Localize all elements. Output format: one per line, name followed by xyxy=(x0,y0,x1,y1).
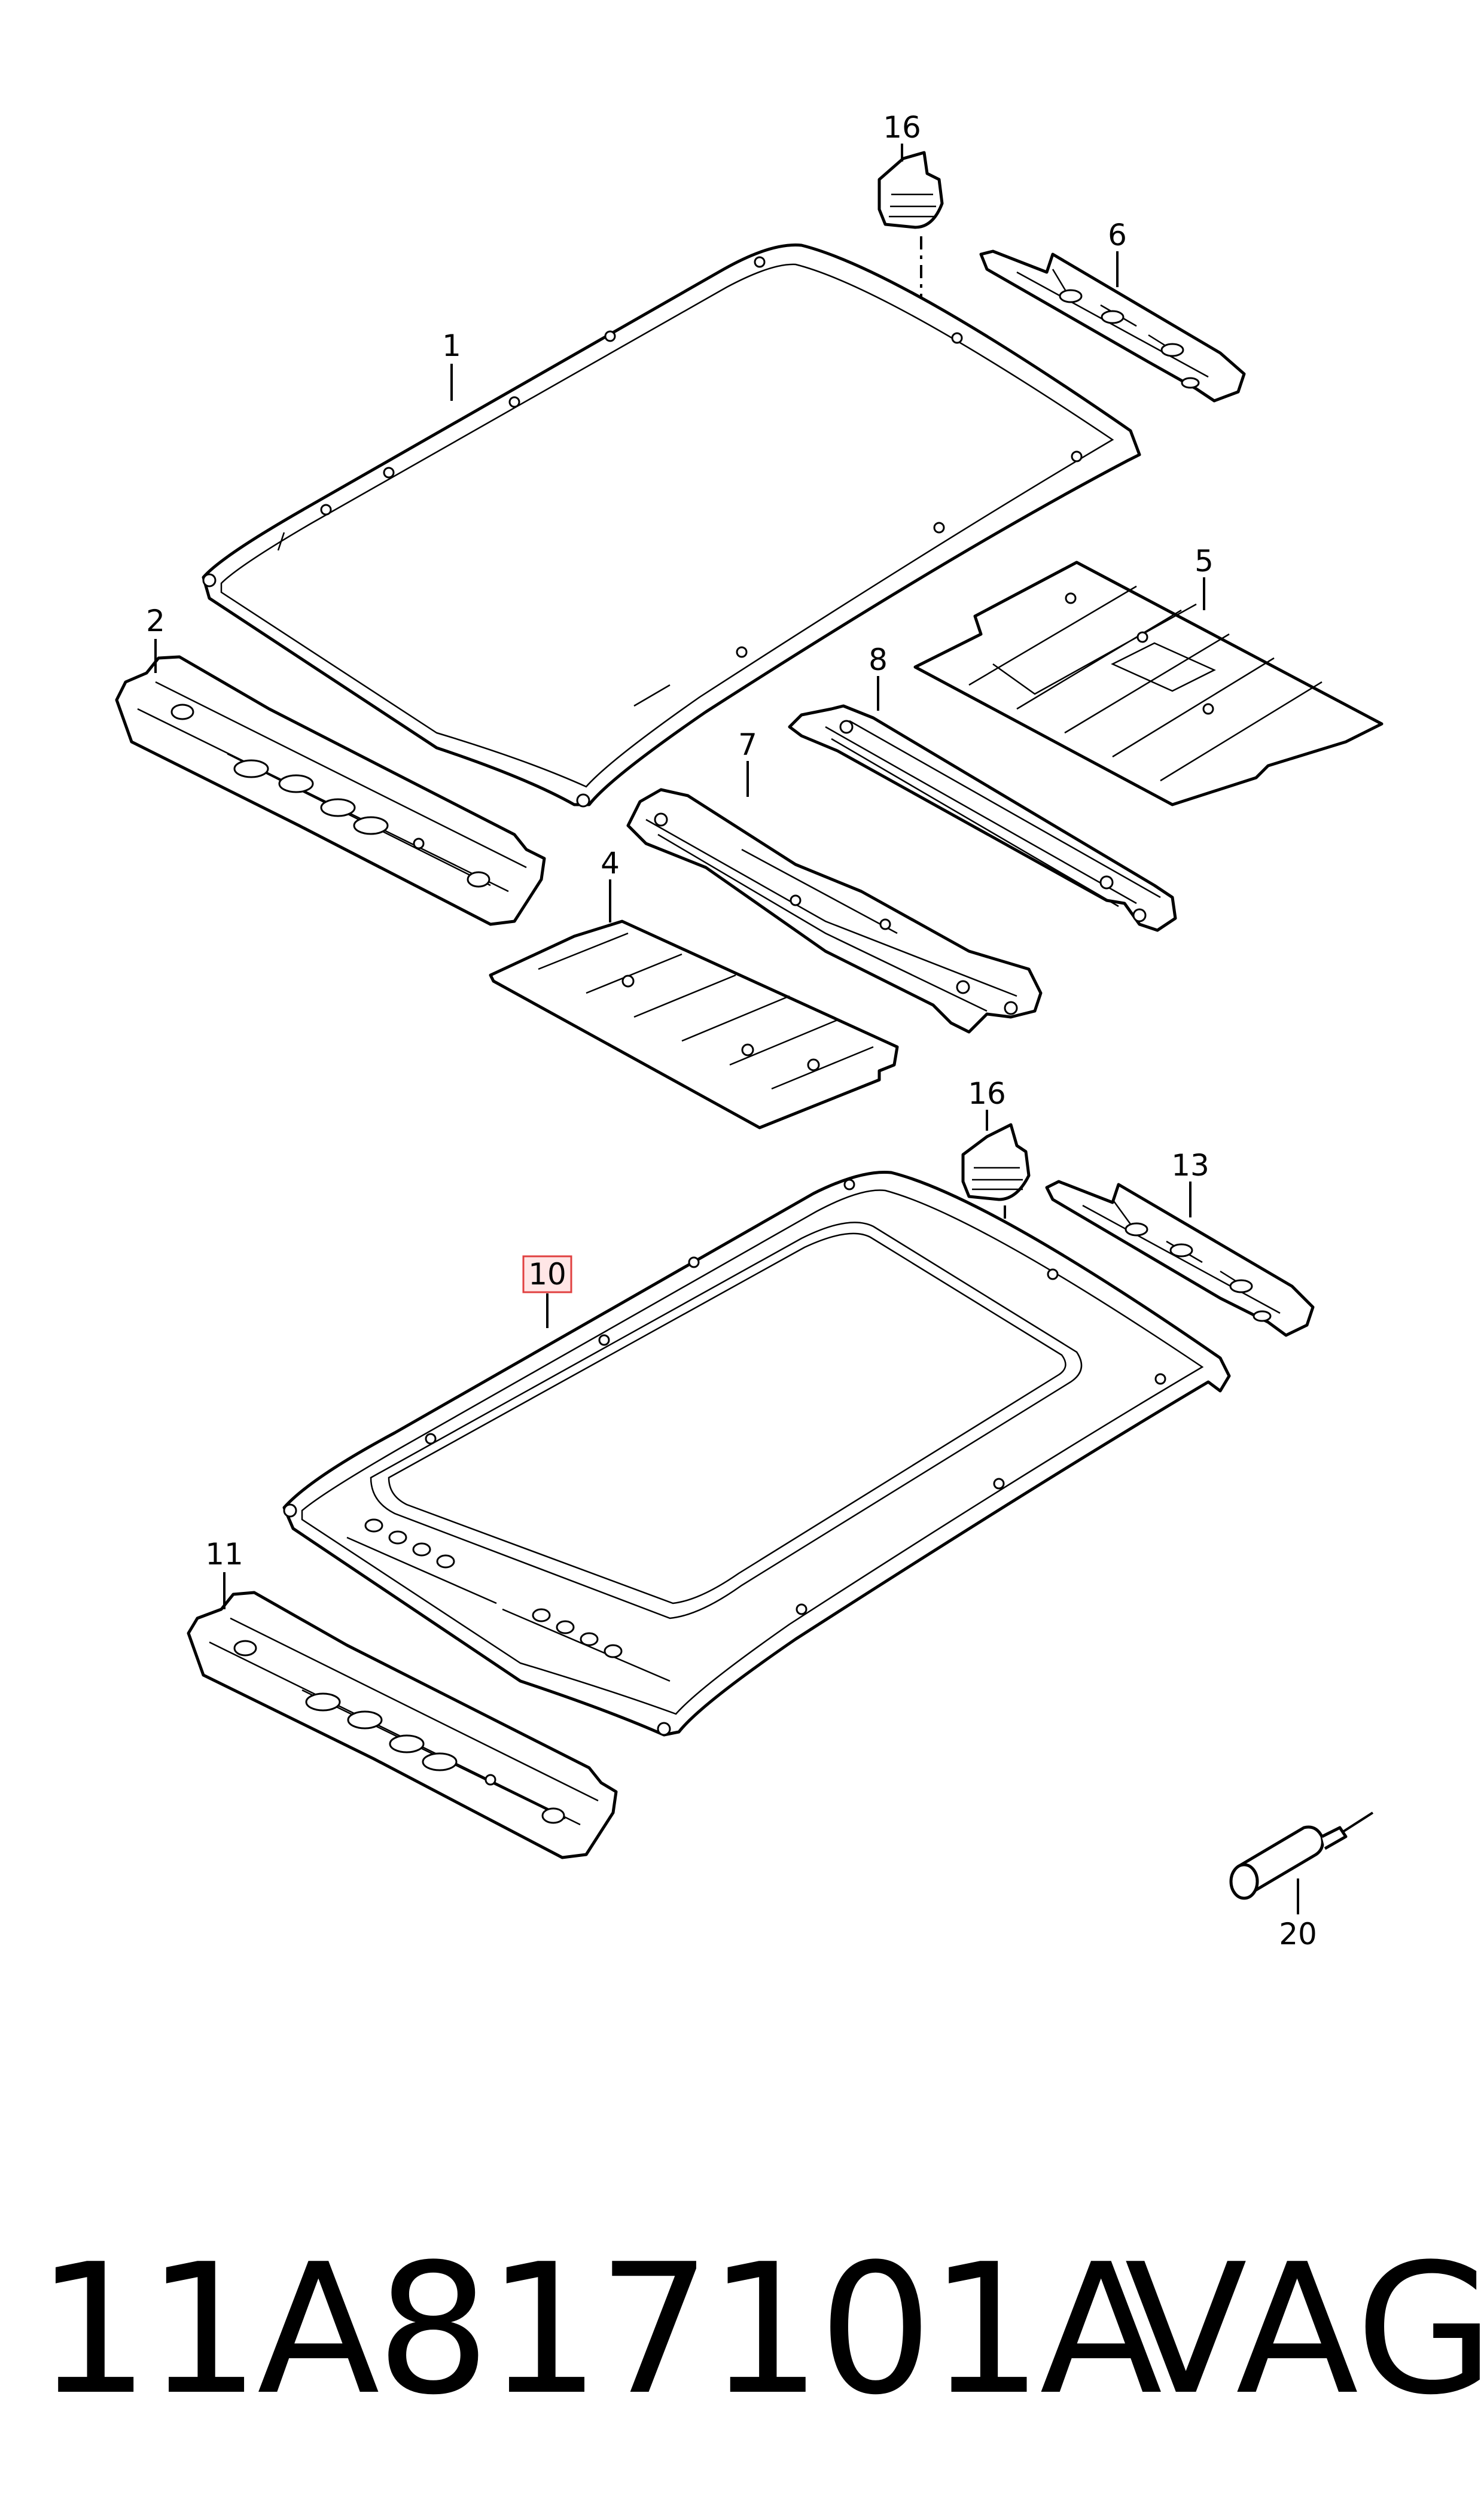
part-10-roof-panel-sunroof xyxy=(282,1170,1231,1737)
callout-8[interactable]: 8 xyxy=(869,643,888,677)
part-4-mat-front xyxy=(489,919,899,1129)
part-6-bracket-upper xyxy=(979,249,1246,403)
callout-16-lower[interactable]: 16 xyxy=(968,1076,1006,1111)
callout-16-upper[interactable]: 16 xyxy=(883,110,921,145)
callout-11[interactable]: 11 xyxy=(205,1537,243,1572)
part-5-mat-upper xyxy=(913,561,1384,806)
callout-2[interactable]: 2 xyxy=(146,604,165,638)
callout-1[interactable]: 1 xyxy=(442,328,461,363)
footer-brand: VAG xyxy=(1125,2225,1484,2434)
callout-20[interactable]: 20 xyxy=(1279,1917,1317,1951)
callout-6[interactable]: 6 xyxy=(1108,218,1127,252)
callout-13[interactable]: 13 xyxy=(1171,1148,1209,1183)
callout-5[interactable]: 5 xyxy=(1194,544,1214,578)
part-7-roof-bow xyxy=(626,788,1043,1034)
part-13-bracket-lower xyxy=(1045,1180,1315,1337)
callout-4[interactable]: 4 xyxy=(601,846,620,881)
part-2-front-crossmember-upper xyxy=(115,655,546,926)
part-20-adhesive-tube xyxy=(1229,1811,1374,1900)
part-1-roof-panel xyxy=(202,243,1141,808)
callout-10[interactable]: 10 xyxy=(528,1257,566,1292)
callout-7[interactable]: 7 xyxy=(738,727,757,762)
callout-10-highlight xyxy=(522,1255,572,1293)
footer-part-number: 11A817101A xyxy=(36,2225,1162,2434)
part-8-roof-rail xyxy=(788,704,1177,932)
